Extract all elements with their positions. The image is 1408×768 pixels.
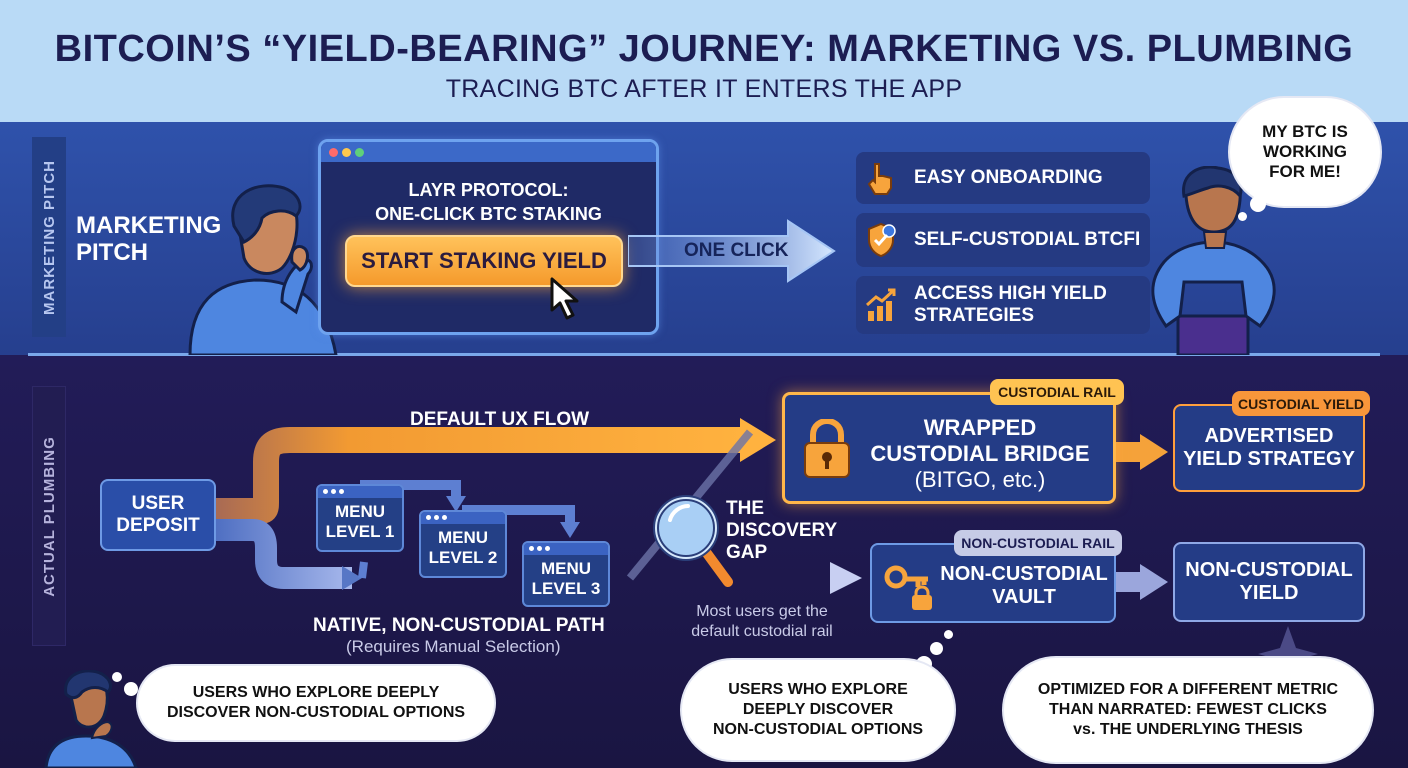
page-subtitle: TRACING BTC AFTER IT ENTERS THE APP — [445, 75, 963, 103]
padlock-icon — [804, 419, 850, 478]
app-browser-window: LAYR PROTOCOL: ONE-CLICK BTC STAKING STA… — [318, 139, 659, 335]
user-deposit-box: USER DEPOSIT — [100, 479, 216, 551]
feature-self-custodial: SELF-CUSTODIAL BTCFI — [856, 213, 1150, 267]
magnifying-glass-icon — [653, 495, 733, 587]
window-close-dot-icon — [329, 148, 338, 157]
user-thought-bubble: MY BTC IS WORKING FOR ME! — [1230, 98, 1380, 206]
custodial-rail-tag: CUSTODIAL RAIL — [990, 379, 1124, 405]
marketing-side-label: MARKETING PITCH — [32, 137, 66, 337]
one-click-label: ONE CLICK — [684, 240, 789, 261]
mouse-cursor-icon — [550, 277, 579, 320]
window-minimize-dot-icon — [342, 148, 351, 157]
thought-dot — [1250, 196, 1266, 212]
header-band — [0, 0, 1408, 122]
window-maximize-dot-icon — [355, 148, 364, 157]
feature-high-yield: ACCESS HIGH YIELD STRATEGIES — [856, 276, 1150, 334]
native-path-note: (Requires Manual Selection) — [346, 637, 561, 656]
protocol-heading: LAYR PROTOCOL: ONE-CLICK BTC STAKING — [375, 180, 602, 224]
shield-check-icon — [856, 213, 906, 267]
pointing-hand-icon — [856, 152, 906, 204]
custodial-bridge-box: WRAPPED CUSTODIAL BRIDGE (BITGO, etc.) — [782, 392, 1116, 504]
thought-dot — [1238, 212, 1247, 221]
default-ux-flow-label: DEFAULT UX FLOW — [410, 409, 590, 430]
non-custodial-rail-tag: NON-CUSTODIAL RAIL — [954, 530, 1122, 556]
native-path-label: NATIVE, NON-CUSTODIAL PATH — [313, 615, 605, 636]
one-click-arrow — [628, 219, 836, 283]
key-and-lock-icon — [884, 565, 932, 610]
growth-chart-icon — [856, 276, 906, 334]
thought-dot — [124, 682, 138, 696]
plumbing-side-label: ACTUAL PLUMBING — [32, 386, 66, 646]
thought-dot — [944, 630, 953, 639]
page-title: BITCOIN’S “YIELD-BEARING” JOURNEY: MARKE… — [54, 28, 1354, 70]
feature-easy-onboarding: EASY ONBOARDING — [856, 152, 1150, 204]
explorer-person-illustration — [44, 670, 138, 768]
thought-dot — [930, 642, 943, 655]
thought-dot — [112, 672, 122, 682]
band-divider — [28, 353, 1380, 356]
browser-title-bar — [321, 142, 656, 162]
discovery-note: Most users get the default custodial rai… — [691, 603, 833, 640]
confident-user-illustration — [1151, 166, 1276, 355]
non-custodial-vault-box: NON-CUSTODIAL VAULT — [870, 543, 1116, 623]
start-staking-button[interactable]: START STAKING YIELD — [345, 235, 623, 287]
custodial-yield-tag: CUSTODIAL YIELD — [1232, 391, 1370, 416]
thinking-person-illustration — [188, 184, 338, 355]
discovery-gap-label: THE DISCOVERY GAP — [726, 498, 838, 563]
marketing-pitch-label: MARKETING PITCH — [76, 212, 222, 266]
